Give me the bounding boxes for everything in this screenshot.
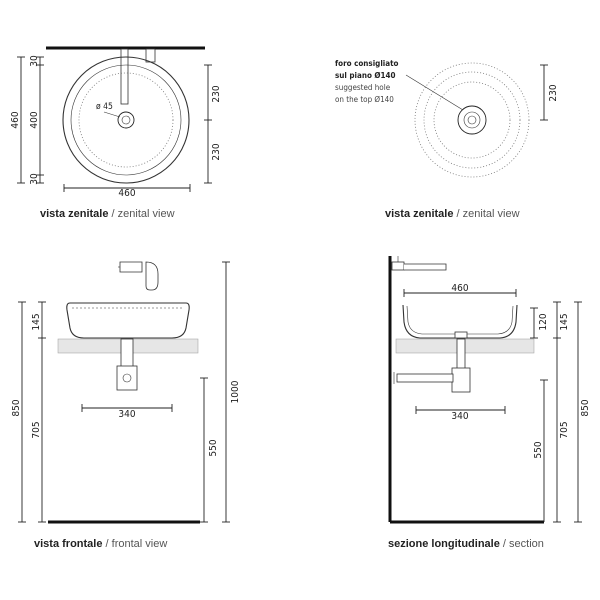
dim-left-mid: 400: [29, 111, 40, 128]
dim-right-inner: 705: [559, 421, 570, 438]
faucet-spout: [120, 48, 129, 105]
dim-left-outer: 850: [11, 399, 22, 416]
view-frontal: 850 145 705 1000 550 340 vista frontale …: [11, 261, 241, 550]
suggested-hole: [457, 105, 487, 135]
drain-valve: [454, 331, 468, 339]
view-zenital-right: foro consigliato sul piano Ø140 suggeste…: [335, 59, 559, 220]
leader-hole: [103, 111, 121, 118]
dim-right-outer: 1000: [230, 380, 241, 403]
note-en-line2: on the top Ø140: [335, 94, 394, 104]
dim-hole-diameter: ø 45: [96, 102, 113, 112]
siphon-trap: [451, 367, 471, 393]
drain-outline: [463, 111, 481, 129]
faucet-base: [391, 261, 405, 271]
caption-zenital-right: vista zenitale / zenital view: [385, 208, 520, 220]
drain-pipe: [120, 338, 134, 368]
siphon-trap: [116, 365, 138, 391]
basin-inner-rim: [70, 64, 182, 176]
faucet-lever: [145, 261, 159, 291]
basin-outline-2: [423, 71, 521, 169]
basin-front: [66, 302, 190, 339]
dim-right-b: 145: [559, 313, 570, 330]
dim-right-lower: 230: [211, 143, 222, 160]
dim-top: 460: [451, 283, 468, 294]
dim-right-upper: 230: [211, 85, 222, 102]
dim-right-outer: 850: [580, 399, 591, 416]
dim-right-inner: 550: [208, 439, 219, 456]
basin-hidden-line: [78, 72, 174, 168]
dim-bottom: 340: [118, 409, 135, 420]
caption-section: sezione longitudinale / section: [388, 538, 544, 550]
basin-outer-rim: [62, 56, 190, 184]
note-it-line1: foro consigliato: [335, 59, 399, 68]
note-en-line1: suggested hole: [335, 83, 391, 92]
faucet-body: [119, 261, 143, 273]
note-it-line2: sul piano Ø140: [335, 70, 396, 80]
dim-left-top: 30: [29, 55, 40, 67]
waste-pipe: [396, 373, 454, 383]
basin-outline-3: [433, 81, 511, 159]
drain-pipe: [456, 338, 466, 370]
caption-frontal: vista frontale / frontal view: [34, 538, 167, 550]
faucet-spout: [404, 263, 447, 271]
drain-inner: [467, 115, 477, 125]
view-section: 460 120 145 705 850 550 340 sezione long…: [388, 256, 591, 550]
drain-hole: [117, 111, 135, 129]
dim-bottom: 460: [118, 188, 135, 199]
dim-bottom: 340: [451, 411, 468, 422]
dim-left-bottom: 30: [29, 173, 40, 185]
drain-hole-inner: [121, 115, 131, 125]
view-zenital-left: ø 45 30 400 30 460 230 230 460 vista zen…: [10, 46, 222, 220]
faucet-handle: [145, 48, 156, 63]
dim-right: 230: [548, 84, 559, 101]
leader-note: [405, 74, 464, 111]
dim-left-outer: 460: [10, 111, 21, 128]
caption-zenital-left: vista zenitale / zenital view: [40, 208, 175, 220]
dim-left-upper: 145: [31, 313, 42, 330]
dim-left-inner: 705: [31, 421, 42, 438]
dim-right-a: 120: [538, 313, 549, 330]
dim-left-inner: 550: [533, 441, 544, 458]
basin-outline-1: [414, 62, 530, 178]
